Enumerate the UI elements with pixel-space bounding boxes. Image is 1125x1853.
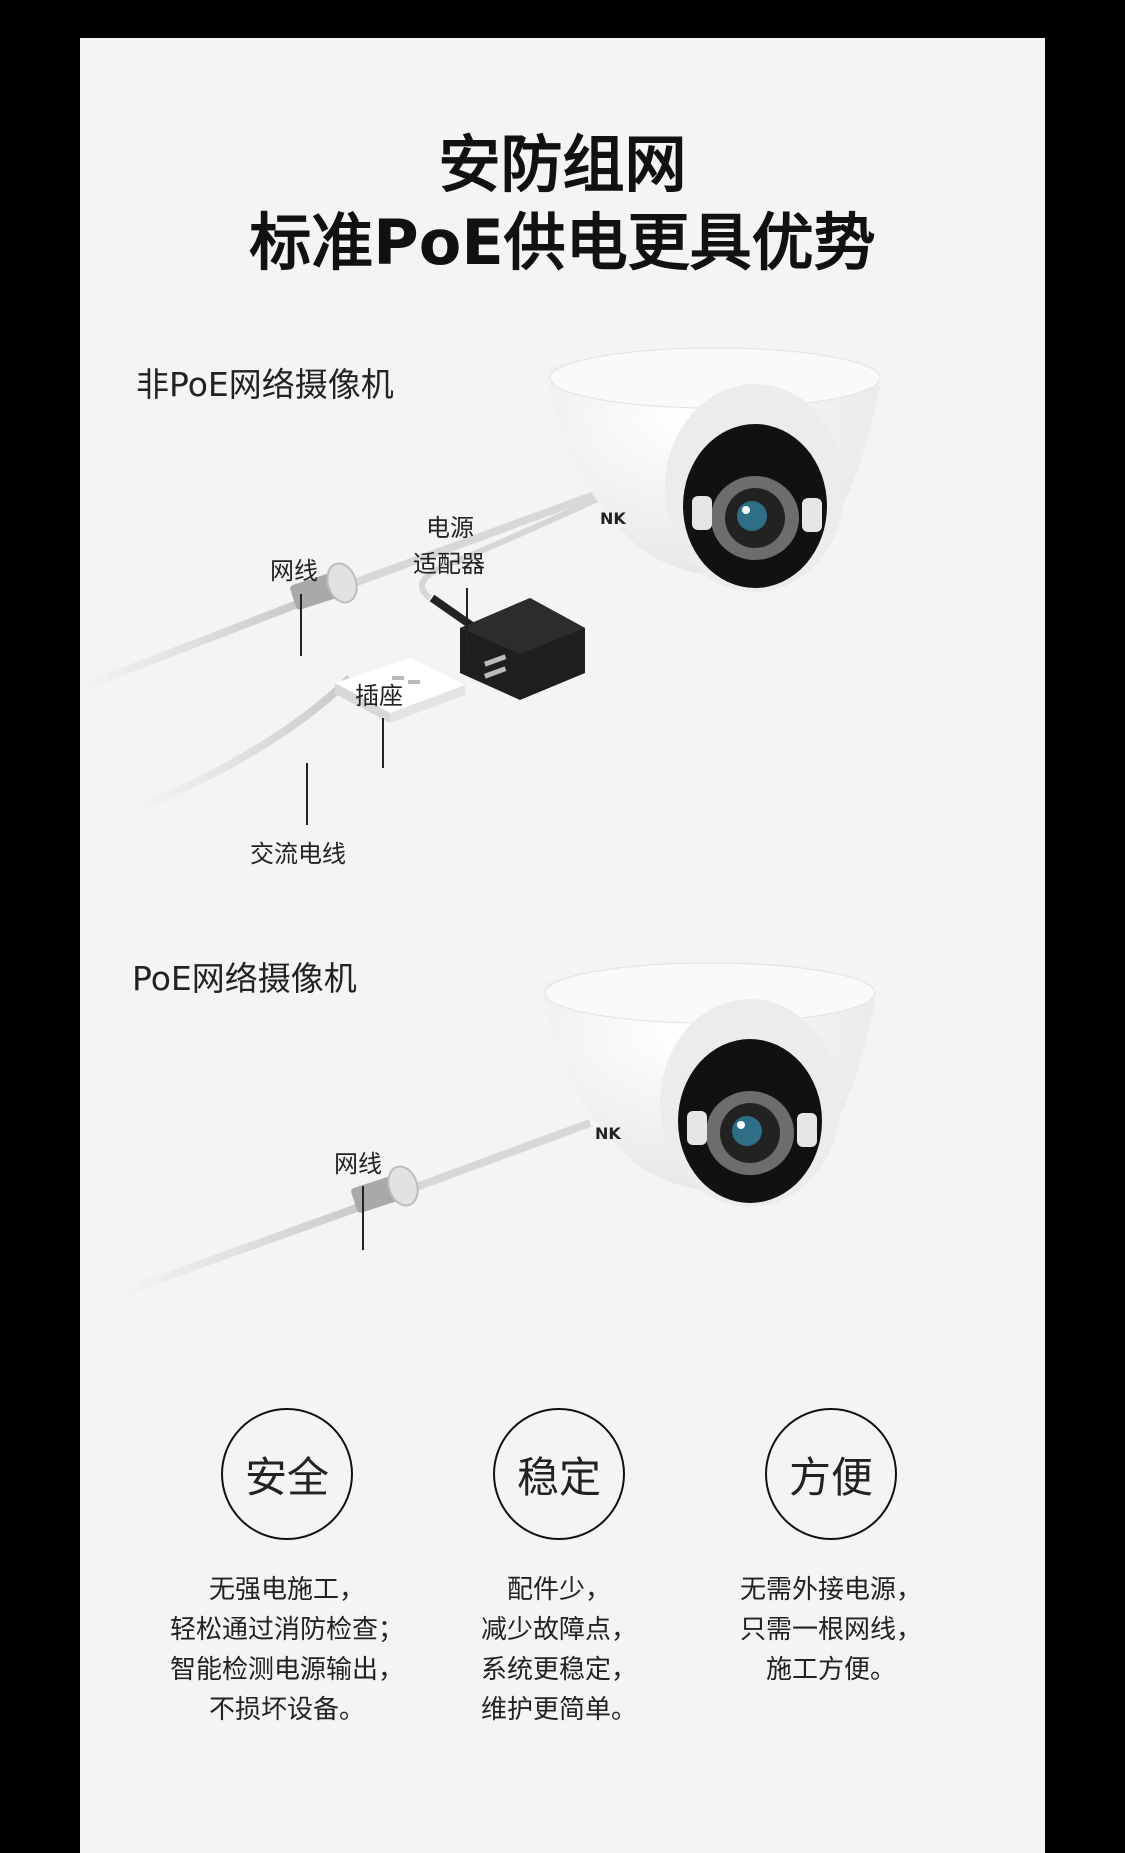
camera-brand-text: NK bbox=[600, 509, 626, 528]
network-cable-left bbox=[118, 1201, 367, 1297]
socket-icon bbox=[138, 658, 465, 812]
feature-line: 只需一根网线， bbox=[739, 1615, 922, 1645]
dome-camera-icon: NK bbox=[549, 347, 881, 592]
feature-description: 无强电施工， 轻松通过消防检查； 智能检测电源输出， 不损坏设备。 bbox=[147, 1570, 427, 1730]
feature-line: 配件少， bbox=[506, 1575, 611, 1605]
callout-line bbox=[362, 1186, 364, 1250]
callout-line bbox=[300, 594, 302, 656]
network-cable-to-camera bbox=[398, 1119, 592, 1197]
callout-adapter-1: 电源 bbox=[426, 514, 474, 542]
feature-safe: 安全 无强电施工， 轻松通过消防检查； 智能检测电源输出， 不损坏设备。 bbox=[147, 1408, 427, 1730]
title-line-2: 标准PoE供电更具优势 bbox=[249, 206, 876, 279]
power-adapter-icon bbox=[460, 598, 585, 700]
feature-circle: 稳定 bbox=[493, 1408, 625, 1540]
feature-title: 安全 bbox=[244, 1452, 329, 1502]
feature-title: 方便 bbox=[788, 1452, 873, 1502]
feature-circle: 安全 bbox=[221, 1408, 353, 1540]
feature-description: 配件少， 减少故障点， 系统更稳定， 维护更简单。 bbox=[419, 1570, 699, 1730]
callout-adapter-2: 适配器 bbox=[413, 550, 485, 578]
network-cable-left bbox=[80, 599, 302, 692]
feature-line: 无强电施工， bbox=[208, 1575, 365, 1605]
network-cable-to-camera bbox=[333, 489, 602, 594]
feature-line: 智能检测电源输出， bbox=[169, 1655, 404, 1685]
feature-line: 减少故障点， bbox=[480, 1615, 637, 1645]
feature-stable: 稳定 配件少， 减少故障点， 系统更稳定， 维护更简单。 bbox=[419, 1408, 699, 1730]
content-panel: 安防组网 标准PoE供电更具优势 非PoE网络摄像机 bbox=[80, 38, 1045, 1853]
rj45-connector-icon bbox=[290, 562, 358, 610]
non-poe-label: 非PoE网络摄像机 bbox=[136, 365, 394, 404]
feature-description: 无需外接电源， 只需一根网线， 施工方便。 bbox=[691, 1570, 971, 1690]
camera-brand-text: NK bbox=[595, 1124, 621, 1143]
feature-line: 轻松通过消防检查； bbox=[169, 1615, 404, 1645]
callout-ac-cable: 交流电线 bbox=[250, 840, 346, 868]
rj45-connector-icon bbox=[351, 1165, 419, 1213]
feature-line: 系统更稳定， bbox=[480, 1655, 637, 1685]
callout-line bbox=[466, 588, 468, 660]
callout-network-cable: 网线 bbox=[334, 1150, 382, 1178]
poe-label: PoE网络摄像机 bbox=[132, 959, 357, 998]
feature-convenient: 方便 无需外接电源， 只需一根网线， 施工方便。 bbox=[691, 1408, 971, 1690]
feature-circle: 方便 bbox=[765, 1408, 897, 1540]
callout-line bbox=[306, 763, 308, 825]
non-poe-illustration: NK bbox=[80, 347, 881, 812]
dome-camera-icon: NK bbox=[544, 962, 876, 1207]
callout-socket: 插座 bbox=[355, 682, 403, 710]
callout-line bbox=[382, 718, 384, 768]
feature-line: 无需外接电源， bbox=[739, 1575, 922, 1605]
feature-title: 稳定 bbox=[516, 1452, 601, 1502]
title-line-1: 安防组网 bbox=[438, 128, 687, 201]
feature-line: 维护更简单。 bbox=[480, 1695, 637, 1725]
feature-line: 不损坏设备。 bbox=[208, 1695, 365, 1725]
feature-line: 施工方便。 bbox=[765, 1655, 896, 1685]
poe-illustration: NK bbox=[118, 962, 876, 1297]
callout-network-cable: 网线 bbox=[270, 557, 318, 585]
